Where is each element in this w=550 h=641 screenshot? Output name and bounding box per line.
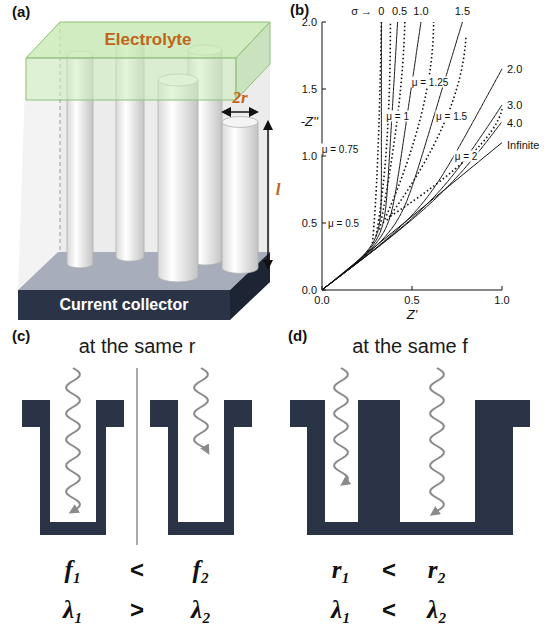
mu-curve [372, 22, 381, 243]
axis-title: -Z'' [301, 115, 318, 129]
comparison-sign: < [382, 597, 396, 623]
mu-curve [390, 109, 502, 216]
variable-label: r₁ [332, 556, 350, 584]
mu-curve [376, 22, 390, 236]
mu-curve [383, 22, 433, 223]
panel-letter: (c) [12, 328, 30, 345]
impedance-curve [322, 22, 462, 290]
mu-label: μ = 1.5 [435, 110, 468, 121]
tick [322, 89, 326, 90]
length-arrow [267, 122, 269, 268]
diameter-arrow [223, 111, 257, 113]
node-label: Electrolyte [105, 30, 192, 50]
sigma-label: 0 [377, 5, 385, 17]
panel-letter: (a) [12, 4, 30, 21]
axis-tick: 0.5 [302, 217, 317, 229]
panel-title: at the same f [352, 335, 468, 357]
electrolyte-layer: Electrolyte [78, 28, 218, 52]
tick [322, 223, 326, 224]
impedance-curve [322, 69, 502, 290]
pore-shape [290, 400, 530, 535]
tick [502, 286, 503, 290]
sigma-label: 2.0 [506, 63, 523, 75]
mu-label: μ = 0.5 [327, 218, 360, 229]
mu-label: μ = 1.25 [411, 77, 450, 88]
sigma-label: σ → [350, 5, 373, 17]
impedance-curve [322, 143, 502, 290]
nanorod [158, 80, 198, 282]
variable-label: λ₁ [63, 596, 83, 624]
dimension-label: l [276, 181, 281, 200]
panel-letter: (b) [290, 2, 309, 19]
sigma-label: 0.5 [391, 5, 408, 17]
axis-tick: 1.5 [302, 83, 317, 95]
sigma-label: 4.0 [506, 116, 523, 128]
impedance-curve [322, 22, 398, 290]
sigma-label: 3.0 [506, 99, 523, 111]
current-collector: Current collector [18, 290, 230, 320]
sigma-label: 1.5 [454, 5, 471, 17]
variable-label: λ₂ [191, 596, 211, 624]
panel-letter: (d) [288, 328, 307, 345]
impedance-curve [322, 105, 502, 290]
variable-label: f₂ [192, 556, 209, 584]
mu-curve [380, 22, 405, 230]
axis-tick: 1.0 [494, 294, 509, 306]
nanorod-top [222, 117, 258, 128]
mu-curve [387, 35, 466, 220]
comparison-sign: > [130, 597, 144, 623]
mu-label: μ = 0.75 [321, 144, 360, 155]
panel-title: at the same r [79, 335, 196, 357]
axis-title: Z' [407, 308, 417, 322]
wave-arrow [334, 368, 348, 484]
sigma-label: 1.0 [412, 5, 429, 17]
wave-arrows [66, 368, 444, 514]
node-label: Current collector [60, 296, 189, 314]
dimension-label: 2r [232, 89, 247, 108]
axis-tick: 0.0 [314, 294, 329, 306]
tick [322, 22, 326, 23]
comparison-sign: < [130, 557, 144, 583]
mu-label: μ = 2 [454, 151, 479, 162]
variable-label: λ₁ [331, 596, 351, 624]
sigma-label: Infinite [506, 139, 540, 151]
nanorod [222, 122, 258, 273]
variable-label: λ₂ [427, 596, 447, 624]
mu-label: μ = 1 [385, 110, 410, 121]
tick [412, 286, 413, 290]
divider-line [137, 368, 138, 545]
wave-arrow [66, 368, 80, 512]
wave-arrow [430, 368, 444, 514]
wave-arrow [194, 368, 208, 452]
comparison-sign: < [382, 557, 396, 583]
axis-tick: 1.0 [302, 150, 317, 162]
tick [322, 156, 326, 157]
axis-tick: 0.5 [404, 294, 419, 306]
axis-tick: 2.0 [302, 16, 317, 28]
variable-label: f₁ [64, 556, 81, 584]
variable-label: r₂ [428, 556, 446, 584]
housing-box [18, 22, 270, 290]
nyquist-plot [322, 22, 502, 290]
